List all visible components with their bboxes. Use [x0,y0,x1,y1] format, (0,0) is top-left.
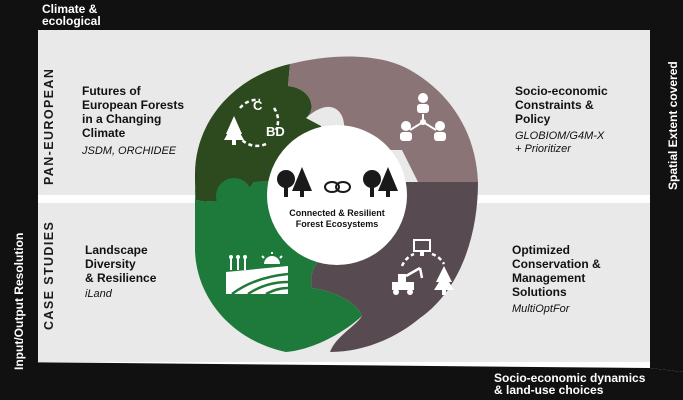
forestry-machine-icon [392,239,454,295]
bottom-left-title: Landscape Diversity & Resilience [85,243,157,285]
bottom-right-title: Optimized Conservation & Management Solu… [512,243,601,299]
top-left-title: Futures of European Forests in a Changin… [82,84,185,140]
top-left-models: JSDM, ORCHIDEE [82,145,177,157]
top-right-models: GLOBIOM/G4M-X + Prioritizer [515,130,605,155]
bottom-banner-label: Socio-economic dynamics & land-use choic… [494,371,646,397]
top-banner [38,0,683,30]
carbon-biodiversity-cycle-icon: C BD [224,98,285,148]
biodiversity-letters: BD [266,124,285,139]
bottom-left-models: iLand [85,288,112,300]
right-banner [650,0,683,372]
center-title: Connected & Resilient Forest Ecosystems [289,208,385,229]
center-trees-icon [277,167,398,197]
bottom-right-models: MultiOptFor [512,303,570,315]
left-banner [0,0,38,400]
bottom-banner [0,362,650,400]
top-banner-label: Climate & ecological [42,2,101,28]
center-circle [267,125,407,265]
landscape-fields-icon [226,252,289,296]
link-icon [324,181,351,193]
quadrant-top-right-shape [288,56,478,182]
carbon-letter: C [253,98,263,113]
people-network-icon [400,93,446,141]
top-right-title: Socio-economic Constraints & Policy [515,84,608,126]
